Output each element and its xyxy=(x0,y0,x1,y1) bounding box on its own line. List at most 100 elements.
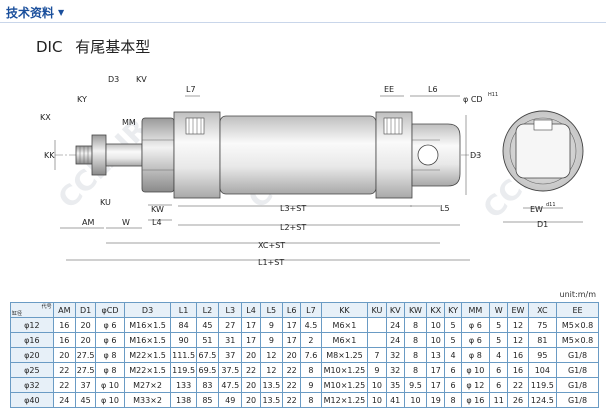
table-cell: 32 xyxy=(385,347,405,363)
table-cell: 27 xyxy=(218,317,243,333)
table-cell: 17 xyxy=(426,362,446,378)
table-cell: M12×1.25 xyxy=(320,392,369,408)
table-cell: 69.5 xyxy=(195,362,220,378)
table-cell: G1/8 xyxy=(556,362,599,378)
table-cell: 119.5 xyxy=(527,377,558,393)
label-l2st: L2+ST xyxy=(280,223,306,232)
table-cell: 4 xyxy=(489,347,509,363)
table-cell xyxy=(367,332,387,348)
table-cell: 10 xyxy=(367,392,387,408)
column-header: KU xyxy=(367,302,387,318)
table-cell: 111.5 xyxy=(170,347,197,363)
table-cell: 24 xyxy=(385,332,405,348)
table-cell: 85 xyxy=(195,392,220,408)
column-header: EW xyxy=(507,302,529,318)
table-cell: G1/8 xyxy=(556,392,599,408)
table-cell: 24 xyxy=(52,392,76,408)
row-bore: φ25 xyxy=(10,362,54,378)
table-cell: 67.5 xyxy=(195,347,220,363)
table-cell: 8 xyxy=(403,317,428,333)
table-cell: 20 xyxy=(52,347,76,363)
column-header: KY xyxy=(444,302,462,318)
table-cell: 41 xyxy=(385,392,405,408)
table-cell: 12 xyxy=(507,317,529,333)
table-cell: 9 xyxy=(367,362,387,378)
table-cell: 124.5 xyxy=(527,392,558,408)
label-ew: EW xyxy=(530,205,543,214)
table-cell: 4.5 xyxy=(300,317,322,333)
table-cell: 119.5 xyxy=(170,362,197,378)
table-cell: 13.5 xyxy=(259,377,284,393)
table-cell: 22 xyxy=(282,392,302,408)
table-cell: 20 xyxy=(241,392,261,408)
table-cell: 4 xyxy=(444,347,462,363)
table-cell: 5 xyxy=(489,332,509,348)
label-w: W xyxy=(122,218,130,227)
table-cell: M22×1.5 xyxy=(123,362,172,378)
table-cell: φ 10 xyxy=(95,392,125,408)
table-cell: 8 xyxy=(403,362,428,378)
table-cell: 84 xyxy=(170,317,197,333)
table-cell: 75 xyxy=(527,317,558,333)
table-cell: 20 xyxy=(241,347,261,363)
column-header: MM xyxy=(460,302,491,318)
table-cell: M6×1 xyxy=(320,332,369,348)
table-cell: 83 xyxy=(195,377,220,393)
tech-docs-label: 技术资料 xyxy=(6,5,55,20)
unit-label: unit:m/m xyxy=(559,290,596,299)
table-cell: 22 xyxy=(52,362,76,378)
column-header: KV xyxy=(385,302,405,318)
table-cell: 31 xyxy=(218,332,243,348)
table-cell: 6 xyxy=(444,362,462,378)
table-cell: 5 xyxy=(444,332,462,348)
table-cell: 49 xyxy=(218,392,243,408)
label-ew-fit: d11 xyxy=(546,202,556,208)
label-ee: EE xyxy=(384,85,394,94)
column-header: L2 xyxy=(195,302,220,318)
table-cell: M6×1 xyxy=(320,317,369,333)
table-cell: 9 xyxy=(300,377,322,393)
table-cell: 35 xyxy=(385,377,405,393)
label-l5: L5 xyxy=(440,204,450,213)
label-xcst: XC+ST xyxy=(258,241,285,250)
table-cell: 5 xyxy=(444,317,462,333)
label-kw: KW xyxy=(151,205,164,214)
table-cell: 10 xyxy=(367,377,387,393)
column-header: EE xyxy=(556,302,599,318)
table-cell: 45 xyxy=(195,317,220,333)
table-corner: 代号 缸径 xyxy=(10,302,54,318)
table-cell: 27.5 xyxy=(74,347,97,363)
table-cell: 19 xyxy=(426,392,446,408)
table-cell: 9 xyxy=(259,317,284,333)
table-cell: 13.5 xyxy=(259,392,284,408)
table-cell: 8 xyxy=(300,362,322,378)
label-d3: D3 xyxy=(108,75,119,84)
table-cell: 11 xyxy=(489,392,509,408)
table-cell: M5×0.8 xyxy=(556,317,599,333)
page-title: DIC 有尾基本型 xyxy=(36,36,150,57)
table-cell: 5 xyxy=(489,317,509,333)
label-l1st: L1+ST xyxy=(258,258,284,267)
column-header: L7 xyxy=(300,302,322,318)
table-cell: 32 xyxy=(385,362,405,378)
label-ku: KU xyxy=(100,198,111,207)
tech-docs-menu[interactable]: 技术资料 ▼ xyxy=(6,3,64,21)
label-d3-right: D3 xyxy=(470,151,481,160)
label-l6: L6 xyxy=(428,85,438,94)
table-cell: 7.6 xyxy=(300,347,322,363)
table-cell: φ 6 xyxy=(460,332,491,348)
row-bore: φ20 xyxy=(10,347,54,363)
table-cell: 20 xyxy=(282,347,302,363)
table-cell: 20 xyxy=(74,317,97,333)
table-cell: 10 xyxy=(426,332,446,348)
table-cell: M27×2 xyxy=(123,377,172,393)
table-cell: 20 xyxy=(241,377,261,393)
caret-down-icon: ▼ xyxy=(58,7,65,17)
column-header: KK xyxy=(320,302,369,318)
table-cell: φ 10 xyxy=(95,377,125,393)
table-cell: 22 xyxy=(52,377,76,393)
table-cell: 138 xyxy=(170,392,197,408)
